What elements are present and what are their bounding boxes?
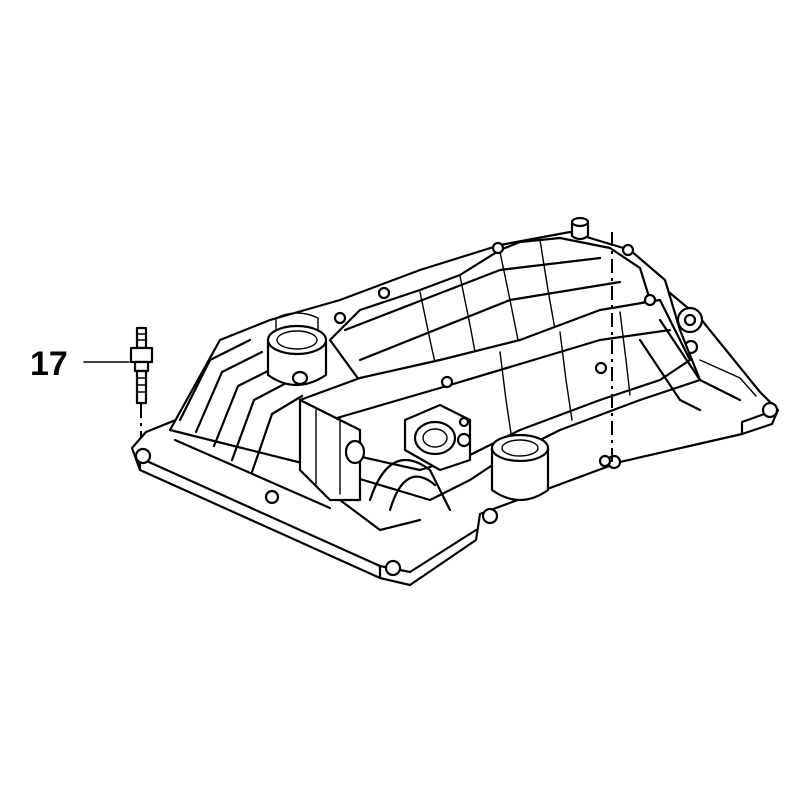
- mounting-boss: [344, 439, 366, 465]
- stud-bolt: [129, 326, 154, 450]
- sensor-port: [403, 403, 472, 472]
- pcv-port: [490, 433, 550, 501]
- flange-bolt-hole: [134, 447, 152, 465]
- callout-number-17: 17: [30, 345, 68, 383]
- flange-bolt-hole: [761, 401, 779, 419]
- flange-bolt-hole: [481, 507, 499, 525]
- top-bolt-bosses: [333, 216, 657, 468]
- flange-bolt-hole: [384, 559, 402, 577]
- camshaft-cover: [130, 216, 780, 587]
- flange-bolt-hole: [264, 489, 280, 505]
- oil-filler-neck: [266, 312, 328, 386]
